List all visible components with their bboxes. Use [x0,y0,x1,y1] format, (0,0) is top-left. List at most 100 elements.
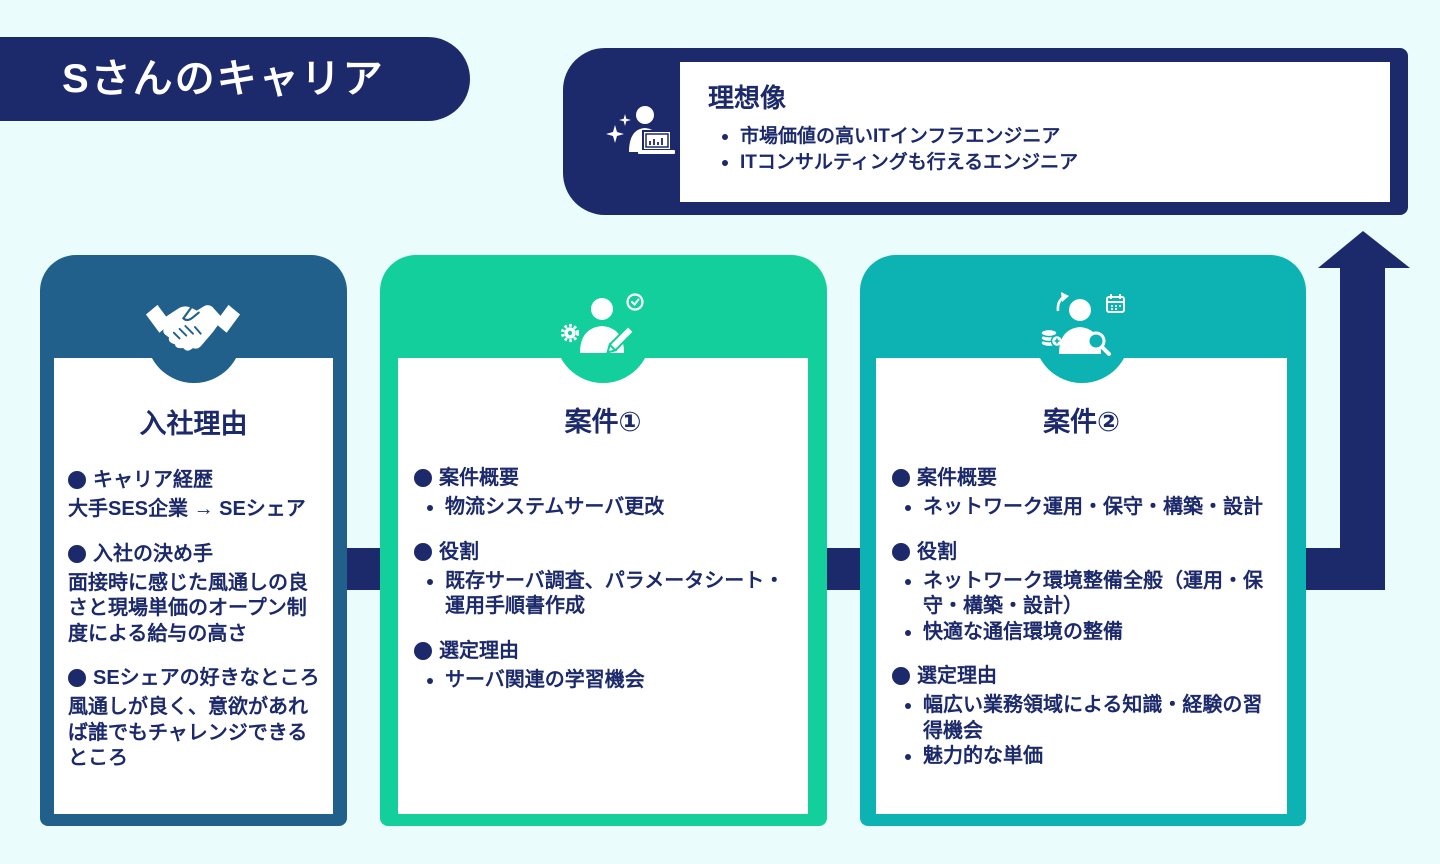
list-item: 物流システムサーバ更改 [414,495,802,521]
page-title: Sさんのキャリア [62,57,385,101]
section-project-overview: 案件概要 物流システムサーバ更改 [414,465,802,521]
section-heading: キャリア経歴 [68,467,327,493]
section-selection-reason: 選定理由 サーバ関連の学習機会 [414,638,802,694]
ideal-title: 理想像 [708,83,787,113]
section-heading: SEシェアの好きなところ [68,665,327,691]
list-item: ネットワーク環境整備全般（運用・保 守・構築・設計） [892,569,1281,620]
section-heading-text: SEシェアの好きなところ [93,667,320,689]
section-project-overview: 案件概要 ネットワーク運用・保守・構築・設計 [892,465,1281,521]
item-text-line: 得機会 [923,719,983,742]
section-text-line: さと現場単価のオープン制 [68,597,307,619]
section-career-history: キャリア経歴 大手SES企業 → SEシェア [68,467,327,523]
card-title: 案件① [564,407,642,437]
ideal-panel: 理想像 市場価値の高いITインフラエンジニア ITコンサルティングも行えるエンジ… [680,62,1390,202]
title-banner: Sさんのキャリア [0,37,470,121]
list-item: ネットワーク運用・保守・構築・設計 [892,495,1281,521]
section-heading-text: 案件概要 [439,467,519,489]
section-heading: 役割 [892,539,1281,565]
heading-marker [414,542,432,561]
list-item-text: ITコンサルティングも行えるエンジニア [740,152,1079,173]
list-item: 幅広い業務領域による知識・経験の習 得機会 [892,693,1281,744]
card-body: 案件概要 物流システムサーバ更改 役割 既存サーバ調査、パラメータシート・ 運用… [414,465,802,711]
item-text-line: 運用手順書作成 [445,595,585,617]
list-item: 市場価値の高いITインフラエンジニア [708,124,1078,150]
bullet-dot [427,578,433,585]
person-search-calendar-coins-icon-svg [1040,292,1125,356]
arrow-up-icon [1300,225,1412,595]
bullet-dot [905,505,911,511]
bullet-dot [905,703,911,709]
ideal-goal-box: 理想像 市場価値の高いITインフラエンジニア ITコンサルティングも行えるエンジ… [563,48,1408,215]
section-favorite-points: SEシェアの好きなところ 風通しが良く、意欲があれ ば誰でもチャレンジできる と… [68,665,327,772]
section-text-line: 大手SES企業 → SEシェア [68,498,306,520]
list-item: サーバ関連の学習機会 [414,668,802,694]
heading-marker [892,542,910,561]
section-heading: 案件概要 [414,465,802,491]
section-heading-text: 選定理由 [439,639,519,662]
bullet-dot [905,629,911,636]
section-heading-text: 入社の決め手 [93,542,213,565]
item-text-line: 守・構築・設計） [923,595,1083,617]
heading-marker [68,471,86,489]
bullet-dot [905,754,911,760]
section-deciding-factor: 入社の決め手 面接時に感じた風通しの良 さと現場単価のオープン制 度による給与の… [68,541,327,648]
heading-marker [892,667,910,685]
list-item: ITコンサルティングも行えるエンジニア [708,150,1078,176]
ideal-list: 市場価値の高いITインフラエンジニア ITコンサルティングも行えるエンジニア [708,124,1078,176]
section-role: 役割 既存サーバ調査、パラメータシート・ 運用手順書作成 [414,539,802,620]
section-text-line: ば誰でもチャレンジできる [68,721,308,744]
heading-marker [414,469,432,487]
section-selection-reason: 選定理由 幅広い業務領域による知識・経験の習 得機会 魅力的な単価 [892,663,1281,770]
card-title: 案件② [1043,407,1120,437]
bullet-dot [905,578,911,585]
section-text-line: 度による給与の高さ [68,622,248,645]
section-role: 役割 ネットワーク環境整備全般（運用・保 守・構築・設計） 快適な通信環境の整備 [892,539,1281,646]
heading-marker [414,641,432,660]
section-heading: 入社の決め手 [68,541,327,567]
section-heading-text: 役割 [439,540,479,563]
handshake-icon [145,295,241,357]
card-project-2: 案件② 案件概要 ネットワーク運用・保守・構築・設計 役割 [860,255,1306,826]
card-panel: 案件② 案件概要 ネットワーク運用・保守・構築・設計 役割 [876,358,1287,814]
heading-marker [68,669,86,687]
heading-marker [68,544,86,563]
bullet-dot [722,134,728,140]
flow-arrow-svg [1300,231,1410,590]
card-panel: 入社理由 キャリア経歴 大手SES企業 → SEシェア 入社の決め手 面接時に感… [54,358,333,814]
section-text-line: ところ [68,747,128,769]
section-heading-text: 選定理由 [917,665,997,687]
person-laptop-sparkle-icon [603,103,675,159]
list-item-text: 市場価値の高いITインフラエンジニア [740,126,1061,147]
person-pen-gear-clock-icon-svg [560,293,644,354]
bullet-dot [722,160,728,166]
card-project-1: 案件① 案件概要 物流システムサーバ更改 役割 既存サ [380,255,827,826]
item-text-line: サーバ関連の学習機会 [445,668,645,691]
list-item: 快適な通信環境の整備 [892,620,1281,646]
item-text-line: 魅力的な単価 [923,745,1043,767]
heading-marker [892,469,910,487]
card-body: 案件概要 ネットワーク運用・保守・構築・設計 役割 ネットワーク環境整備全般（運… [892,465,1281,788]
section-heading: 役割 [414,539,802,565]
item-text-line: ネットワーク環境整備全般（運用・保 [923,569,1263,592]
list-item: 既存サーバ調査、パラメータシート・ 運用手順書作成 [414,569,802,620]
item-text-line: ネットワーク運用・保守・構築・設計 [923,496,1263,518]
section-text-line: 面接時に感じた風通しの良 [68,571,308,594]
section-heading-text: 役割 [917,540,957,563]
item-text-line: 既存サーバ調査、パラメータシート・ [445,569,785,592]
list-item: 魅力的な単価 [892,744,1281,770]
section-heading: 選定理由 [892,663,1281,689]
flow-connector [344,548,384,590]
person-laptop-sparkle-icon-svg [606,106,675,154]
item-text-line: 幅広い業務領域による知識・経験の習 [923,694,1263,716]
section-text-line: 風通しが良く、意欲があれ [68,696,308,718]
item-text-line: 物流システムサーバ更改 [445,496,665,518]
section-heading-text: 案件概要 [917,467,997,489]
section-heading: 選定理由 [414,638,802,664]
card-joining-reason: 入社理由 キャリア経歴 大手SES企業 → SEシェア 入社の決め手 面接時に感… [40,255,347,826]
section-heading-text: キャリア経歴 [93,469,213,491]
person-pen-gear-clock-icon [558,291,648,357]
card-body: キャリア経歴 大手SES企業 → SEシェア 入社の決め手 面接時に感じた風通し… [68,467,327,790]
bullet-dot [427,505,433,511]
flow-connector [824,548,864,590]
section-heading: 案件概要 [892,465,1281,491]
